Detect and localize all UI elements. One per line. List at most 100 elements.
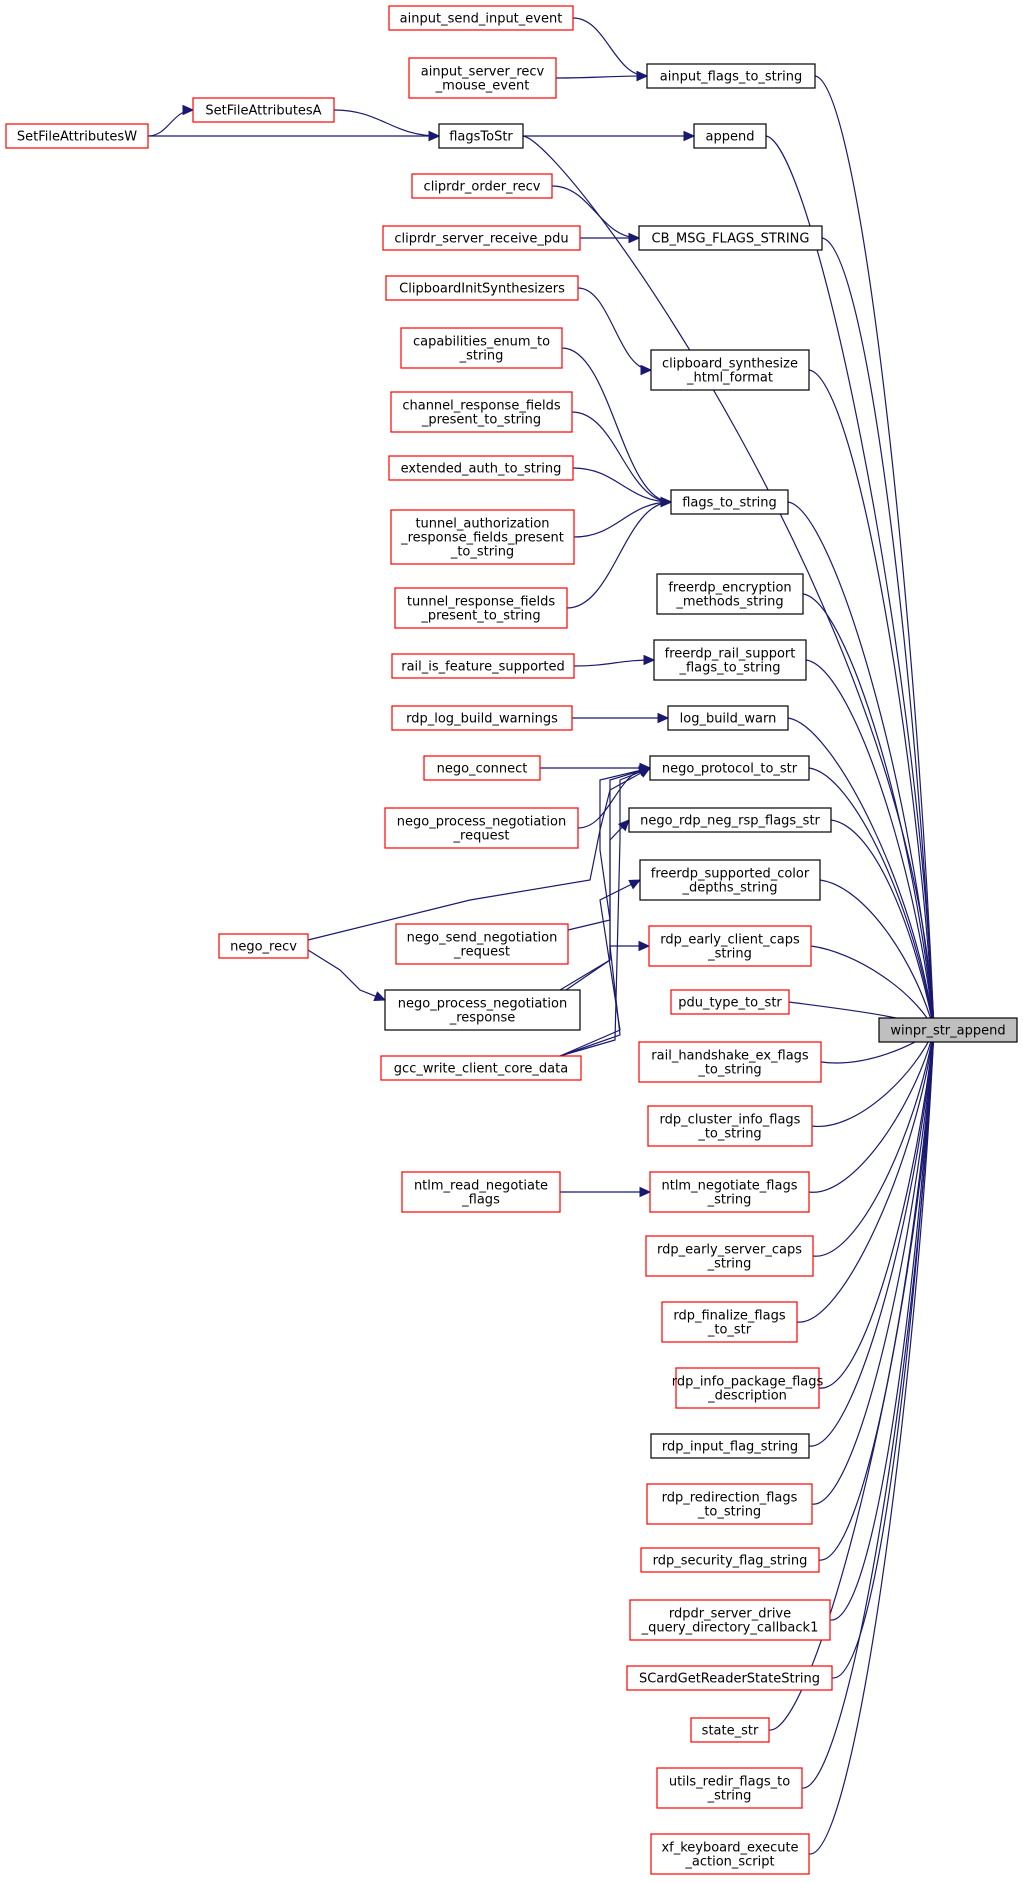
function-node-nego-recv[interactable]: nego_recv xyxy=(218,933,309,959)
edge-line xyxy=(808,1029,935,1855)
edge-line xyxy=(573,659,655,667)
function-node-ntlm-negotiate-flags-string[interactable]: ntlm_negotiate_flags_string xyxy=(649,1171,810,1213)
function-node-pdu-type-to-str[interactable]: pdu_type_to_str xyxy=(670,989,790,1015)
function-node-nego-send-negotiation-request[interactable]: nego_send_negotiation_request xyxy=(395,923,569,965)
function-node-nego-connect[interactable]: nego_connect xyxy=(423,755,541,781)
function-node-gcc-write-client-core-data[interactable]: gcc_write_client_core_data xyxy=(380,1055,582,1081)
edge-line xyxy=(768,1029,935,1731)
function-node-state-str[interactable]: state_str xyxy=(690,1717,770,1743)
edge-arrowhead xyxy=(617,819,630,832)
edge-line xyxy=(333,109,440,137)
edge-arrowhead xyxy=(639,1186,652,1198)
node-label: ainput_send_input_event xyxy=(400,12,563,27)
call-edge xyxy=(573,654,656,667)
node-box xyxy=(385,275,579,301)
function-node-freerdp-encryption-methods-string: freerdp_encryption_methods_string xyxy=(656,573,804,615)
node-label: _depths_string xyxy=(682,881,778,896)
node-label: capabilities_enum_to xyxy=(413,335,550,350)
node-label: SetFileAttributesW xyxy=(17,130,137,145)
function-node-rdp-info-package-flags-description[interactable]: rdp_info_package_flags_description xyxy=(672,1367,824,1409)
function-node-ntlm-read-negotiate-flags[interactable]: ntlm_read_negotiate_flags xyxy=(401,1171,561,1213)
function-node-utils-redir-flags-to-string[interactable]: utils_redir_flags_to_string xyxy=(656,1767,803,1809)
call-edge xyxy=(571,411,673,508)
node-label: nego_protocol_to_str xyxy=(662,762,798,777)
function-node-channel-response-fields-present-to-string[interactable]: channel_response_fields_present_to_strin… xyxy=(390,391,573,433)
call-edge xyxy=(573,496,673,538)
node-label: gcc_write_client_core_data xyxy=(394,1062,568,1077)
function-node-rail-is-feature-supported[interactable]: rail_is_feature_supported xyxy=(391,653,575,679)
function-node-nego-rdp-neg-rsp-flags-str: nego_rdp_neg_rsp_flags_str xyxy=(628,807,832,833)
call-edge xyxy=(307,949,387,1001)
node-label: rail_handshake_ex_flags xyxy=(651,1049,809,1064)
function-node-rdp-security-flag-string[interactable]: rdp_security_flag_string xyxy=(640,1547,820,1573)
function-node-rdp-redirection-flags-to-string[interactable]: rdp_redirection_flags_to_string xyxy=(646,1483,813,1525)
function-node-ainput-server-recv-mouse-event[interactable]: ainput_server_recv_mouse_event xyxy=(408,57,557,99)
function-node-extended-auth-to-string[interactable]: extended_auth_to_string xyxy=(388,455,574,481)
node-box xyxy=(649,1171,810,1213)
function-node-rdp-cluster-info-flags-to-string[interactable]: rdp_cluster_info_flags_to_string xyxy=(647,1105,813,1147)
node-label: flags_to_string xyxy=(682,496,777,511)
node-box xyxy=(388,455,574,481)
node-label: SetFileAttributesA xyxy=(205,104,321,119)
function-node-nego-process-negotiation-request[interactable]: nego_process_negotiation_request xyxy=(384,807,579,849)
node-label: freerdp_encryption xyxy=(668,581,791,596)
edge-arrowhead xyxy=(628,879,642,890)
node-label: _response xyxy=(449,1011,516,1026)
edge-line xyxy=(765,135,935,1031)
node-label: _string xyxy=(459,349,504,364)
function-node-setfileattributesa[interactable]: SetFileAttributesA xyxy=(192,97,335,123)
edge-line xyxy=(555,75,648,79)
node-box xyxy=(391,653,575,679)
node-label: CB_MSG_FLAGS_STRING xyxy=(652,232,810,247)
node-box xyxy=(388,5,574,31)
node-box xyxy=(628,807,832,833)
function-node-rdp-early-server-caps-string[interactable]: rdp_early_server_caps_string xyxy=(645,1235,814,1277)
call-edge xyxy=(567,765,652,931)
node-box xyxy=(638,1041,822,1083)
node-label: pdu_type_to_str xyxy=(678,996,782,1011)
edge-line xyxy=(787,717,935,1031)
call-edge xyxy=(814,75,939,1032)
function-node-ainput-send-input-event[interactable]: ainput_send_input_event xyxy=(388,5,574,31)
node-label: rdp_cluster_info_flags xyxy=(660,1113,801,1128)
function-node-capabilities-enum-to-string[interactable]: capabilities_enum_to_string xyxy=(400,327,563,369)
function-node-freerdp-supported-color-depths-string: freerdp_supported_color_depths_string xyxy=(639,859,821,901)
node-label: _request xyxy=(453,829,510,844)
function-node-tunnel-response-fields-present-to-string[interactable]: tunnel_response_fields_present_to_string xyxy=(394,587,568,629)
node-label: _methods_string xyxy=(675,595,783,610)
node-box xyxy=(391,705,573,731)
function-node-rdp-log-build-warnings[interactable]: rdp_log_build_warnings xyxy=(391,705,573,731)
node-box xyxy=(384,989,581,1031)
function-node-scardgetreaderstatestring[interactable]: SCardGetReaderStateString xyxy=(626,1665,833,1691)
node-box xyxy=(438,123,524,149)
function-node-rail-handshake-ex-flags-to-string[interactable]: rail_handshake_ex_flags_to_string xyxy=(638,1041,822,1083)
node-label: rdp_early_server_caps xyxy=(657,1243,802,1258)
node-label: log_build_warn xyxy=(680,712,777,727)
node-box xyxy=(878,1017,1018,1043)
function-node-xf-keyboard-execute-action-script[interactable]: xf_keyboard_execute_action_script xyxy=(650,1833,810,1875)
node-box xyxy=(640,1547,820,1573)
edge-line xyxy=(559,879,641,1057)
function-node-rdp-finalize-flags-to-str[interactable]: rdp_finalize_flags_to_str xyxy=(661,1301,798,1343)
edge-line xyxy=(818,1029,935,1389)
edge-arrowhead xyxy=(638,767,652,777)
node-label: ainput_flags_to_string xyxy=(660,70,802,85)
call-edge xyxy=(523,130,696,142)
node-label: _to_string xyxy=(697,1127,761,1142)
edge-line xyxy=(522,135,935,1031)
call-edge xyxy=(555,70,649,82)
node-label: rdp_early_client_caps xyxy=(660,933,800,948)
function-node-rdpdr-server-drive-query-directory-callback1[interactable]: rdpdr_server_drive_query_directory_callb… xyxy=(629,1599,831,1641)
function-node-setfileattributesw[interactable]: SetFileAttributesW xyxy=(5,123,149,149)
function-node-tunnel-authorization-response-fields-present-to-string[interactable]: tunnel_authorization_response_fields_pre… xyxy=(390,509,575,565)
edge-line xyxy=(808,369,935,1031)
node-box xyxy=(395,923,569,965)
function-node-log-build-warn: log_build_warn xyxy=(667,705,789,731)
function-node-cliprdr-order-recv[interactable]: cliprdr_order_recv xyxy=(411,173,553,199)
function-node-cliprdr-server-receive-pdu[interactable]: cliprdr_server_receive_pdu xyxy=(382,225,581,251)
node-box xyxy=(390,391,573,433)
node-box xyxy=(639,859,821,901)
function-node-rdp-early-client-caps-string[interactable]: rdp_early_client_caps_string xyxy=(648,925,812,967)
node-box xyxy=(192,97,335,123)
function-node-clipboardinitsynthesizers[interactable]: ClipboardInitSynthesizers xyxy=(385,275,579,301)
